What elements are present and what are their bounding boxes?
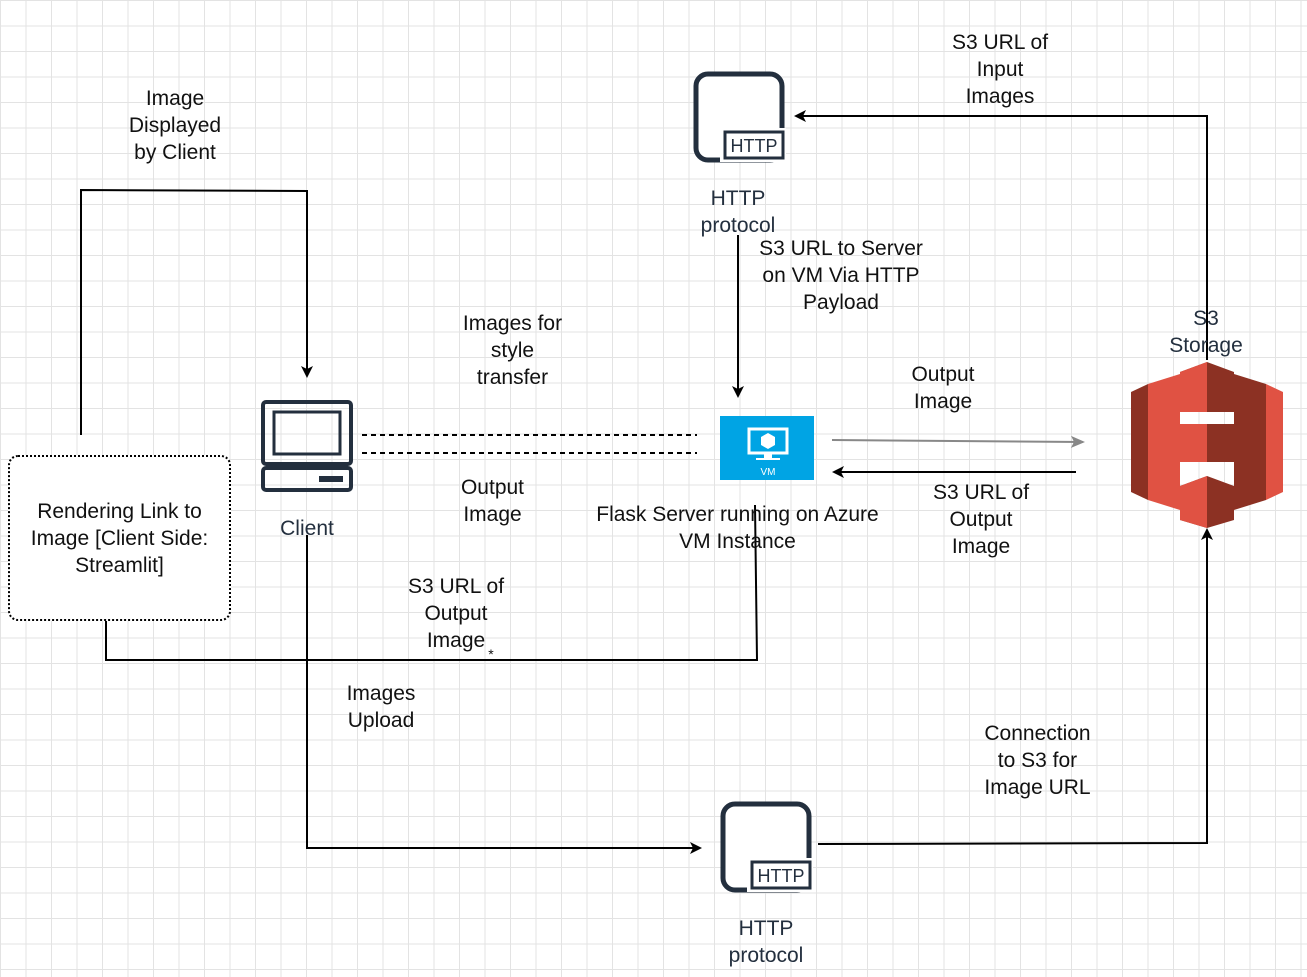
http-protocol-icon: HTTP xyxy=(693,71,786,163)
edge-images-upload xyxy=(306,535,702,854)
http-badge-text: HTTP xyxy=(758,866,805,886)
aws-s3-bucket-icon xyxy=(1131,362,1283,528)
edge-output-image-to-s3 xyxy=(831,435,1085,448)
rendering-link-box: Rendering Link to Image [Client Side: St… xyxy=(8,455,231,621)
s3-storage-label: S3 Storage xyxy=(1169,307,1243,357)
s3-url-output-bottom-label: S3 URL of Output Image xyxy=(407,575,505,652)
connection-s3-label: Connection to S3 for Image URL xyxy=(984,722,1091,799)
rendering-link-label: Rendering Link to Image [Client Side: St… xyxy=(30,499,209,577)
images-upload-label: Images Upload xyxy=(346,682,416,732)
computer-monitor-icon xyxy=(261,400,353,492)
http-badge-text: HTTP xyxy=(731,136,778,156)
edge-image-displayed xyxy=(80,188,313,435)
edge-s3-url-output-to-client xyxy=(100,504,759,661)
s3-url-to-server-label: S3 URL to Server on VM Via HTTP Payload xyxy=(759,237,923,314)
flask-server-label: Flask Server running on Azure VM Instanc… xyxy=(596,503,879,553)
s3-url-output-right-label: S3 URL of Output Image xyxy=(932,481,1030,558)
asterisk-label: * xyxy=(488,646,494,662)
azure-vm-icon: VM xyxy=(720,416,814,480)
http-bottom-label: HTTP protocol xyxy=(728,917,804,967)
edge-s3-input-url xyxy=(794,110,1208,360)
vm-badge-text: VM xyxy=(761,467,776,478)
http-top-label: HTTP protocol xyxy=(700,187,776,237)
http-protocol-icon: HTTP xyxy=(720,801,813,893)
s3-url-input-label: S3 URL of Input Images xyxy=(951,31,1049,108)
image-displayed-label: Image Displayed by Client xyxy=(128,87,222,164)
output-image-s3-label: Output Image xyxy=(911,363,975,413)
client-label: Client xyxy=(280,517,334,540)
output-image-client-label: Output Image xyxy=(460,476,525,526)
edge-connection-to-s3 xyxy=(817,528,1213,845)
images-for-style-transfer-label: Images for style transfer xyxy=(462,312,563,389)
